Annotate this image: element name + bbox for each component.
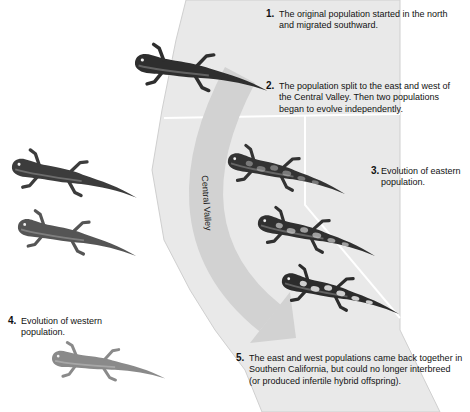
step-caption: The original population started in the n… [279,9,465,32]
step-caption: Evolution of western population. [21,316,121,339]
salamander-original [132,42,271,100]
salamander-west [15,208,141,265]
step-caption: The east and west populations came back … [249,353,463,387]
callout-number: 1. [266,8,280,19]
salamander-west [9,147,142,207]
salamander-east [254,204,380,264]
salamander-east [224,142,350,202]
region-label: Central Valley [198,175,213,231]
land-map [152,0,440,412]
callout-number: 5. [236,352,250,363]
step-caption: Evolution of eastern population. [381,166,467,189]
salamander-east [278,262,404,322]
migration-arrow [206,75,296,343]
callout-number: 4. [8,315,22,326]
step-caption: The population split to the east and wes… [279,81,465,115]
callout-number: 2. [266,80,280,91]
salamander-west [50,341,168,387]
